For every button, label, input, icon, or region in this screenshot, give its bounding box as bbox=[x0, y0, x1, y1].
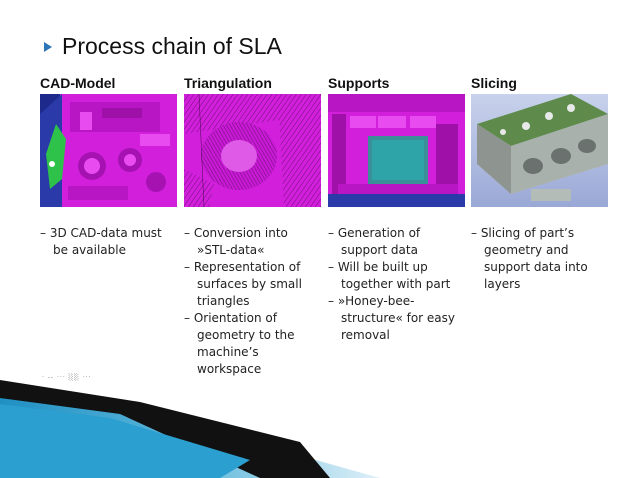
column-header: Triangulation bbox=[184, 75, 272, 91]
supports-image bbox=[328, 94, 465, 207]
list-item: – Representation of surfaces by small tr… bbox=[184, 260, 302, 308]
image-credit: · -- ··· ░░ ··· bbox=[42, 374, 92, 381]
column-header: Slicing bbox=[471, 75, 517, 91]
triangulation-image bbox=[184, 94, 321, 207]
column-description: – Generation of support data – Will be b… bbox=[328, 225, 465, 344]
cad-model-image bbox=[40, 94, 177, 207]
list-item: – 3D CAD-data must be available bbox=[40, 226, 162, 257]
column-description: – 3D CAD-data must be available bbox=[40, 225, 177, 259]
column-triangulation: Triangulation – Conversion into »STL-dat… bbox=[184, 74, 321, 378]
list-item: – Will be built up together with part bbox=[328, 260, 451, 291]
column-description: – Slicing of part’s geometry and support… bbox=[471, 225, 608, 293]
list-item: – »Honey-bee-structure« for easy removal bbox=[328, 294, 456, 342]
list-item: – Orientation of geometry to the machine… bbox=[184, 311, 295, 376]
slide-decoration bbox=[0, 380, 380, 478]
list-item: – Generation of support data bbox=[328, 226, 421, 257]
column-slicing: Slicing – Slicing of part’s geometry and… bbox=[471, 74, 608, 293]
list-item: – Slicing of part’s geometry and support… bbox=[471, 226, 588, 291]
column-header: CAD-Model bbox=[40, 75, 116, 91]
slicing-image bbox=[471, 94, 608, 207]
column-header: Supports bbox=[328, 75, 390, 91]
column-supports: Supports – Generation of support data – … bbox=[328, 74, 465, 344]
column-cad-model: CAD-Model – 3D CAD-data must be availabl… bbox=[40, 74, 177, 259]
slide-title: Process chain of SLA bbox=[44, 33, 282, 60]
slide-title-text: Process chain of SLA bbox=[62, 33, 282, 59]
bullet-arrow-icon bbox=[44, 41, 52, 52]
column-description: – Conversion into »STL-data« – Represent… bbox=[184, 225, 321, 378]
list-item: – Conversion into »STL-data« bbox=[184, 226, 288, 257]
